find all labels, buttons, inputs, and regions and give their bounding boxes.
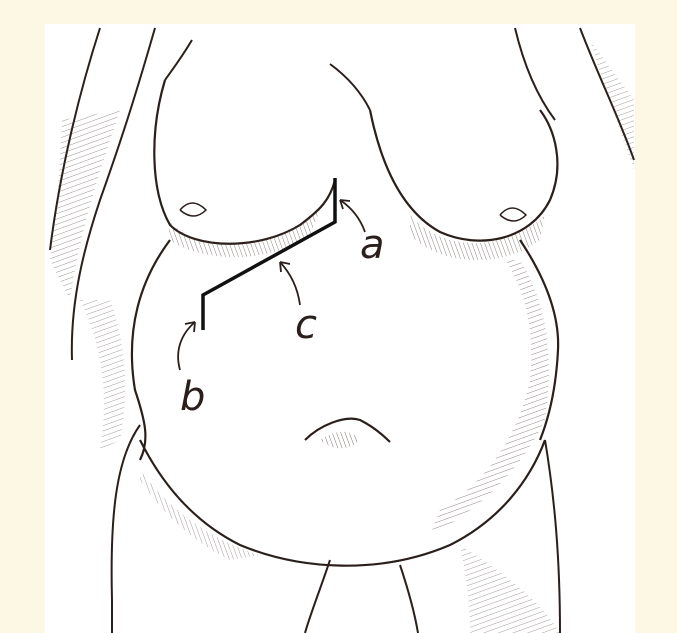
navel [305, 419, 390, 449]
right-arm [515, 28, 634, 170]
abdomen-outline [80, 240, 560, 633]
label-a: a [360, 222, 385, 268]
arrow-b [178, 322, 195, 370]
label-c: c [295, 302, 317, 348]
abdomen-sketch: a c b [45, 24, 635, 633]
label-b: b [180, 374, 205, 420]
left-breast [154, 40, 335, 257]
arrow-c [280, 262, 300, 305]
illustration-panel: a c b [45, 24, 635, 633]
